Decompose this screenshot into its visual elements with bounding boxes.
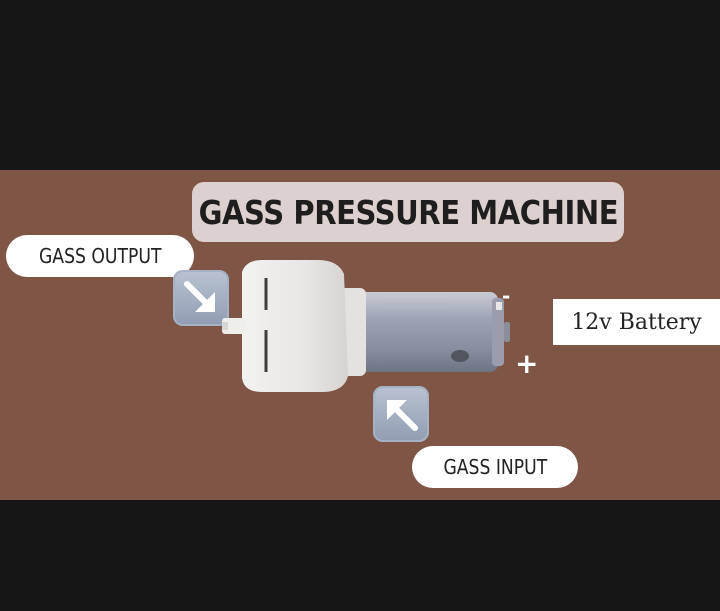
positive-terminal: + [515, 347, 539, 380]
gas-input-label: GASS INPUT [412, 446, 578, 488]
gas-input-text: GASS INPUT [443, 455, 547, 479]
battery-text: 12v Battery [571, 309, 702, 335]
negative-terminal: - [502, 284, 511, 308]
gas-output-text: GASS OUTPUT [38, 244, 162, 268]
diagram-panel: GASS PRESSURE MACHINE GASS OUTPUT [0, 170, 720, 500]
gas-output-label: GASS OUTPUT [6, 235, 194, 277]
air-pump-illustration [222, 260, 510, 392]
arrow-down-right-icon [173, 270, 229, 326]
arrow-up-left-icon [373, 386, 429, 442]
title-box: GASS PRESSURE MACHINE [192, 182, 624, 242]
diagram-title: GASS PRESSURE MACHINE [198, 192, 618, 232]
battery-label: 12v Battery [553, 299, 720, 345]
